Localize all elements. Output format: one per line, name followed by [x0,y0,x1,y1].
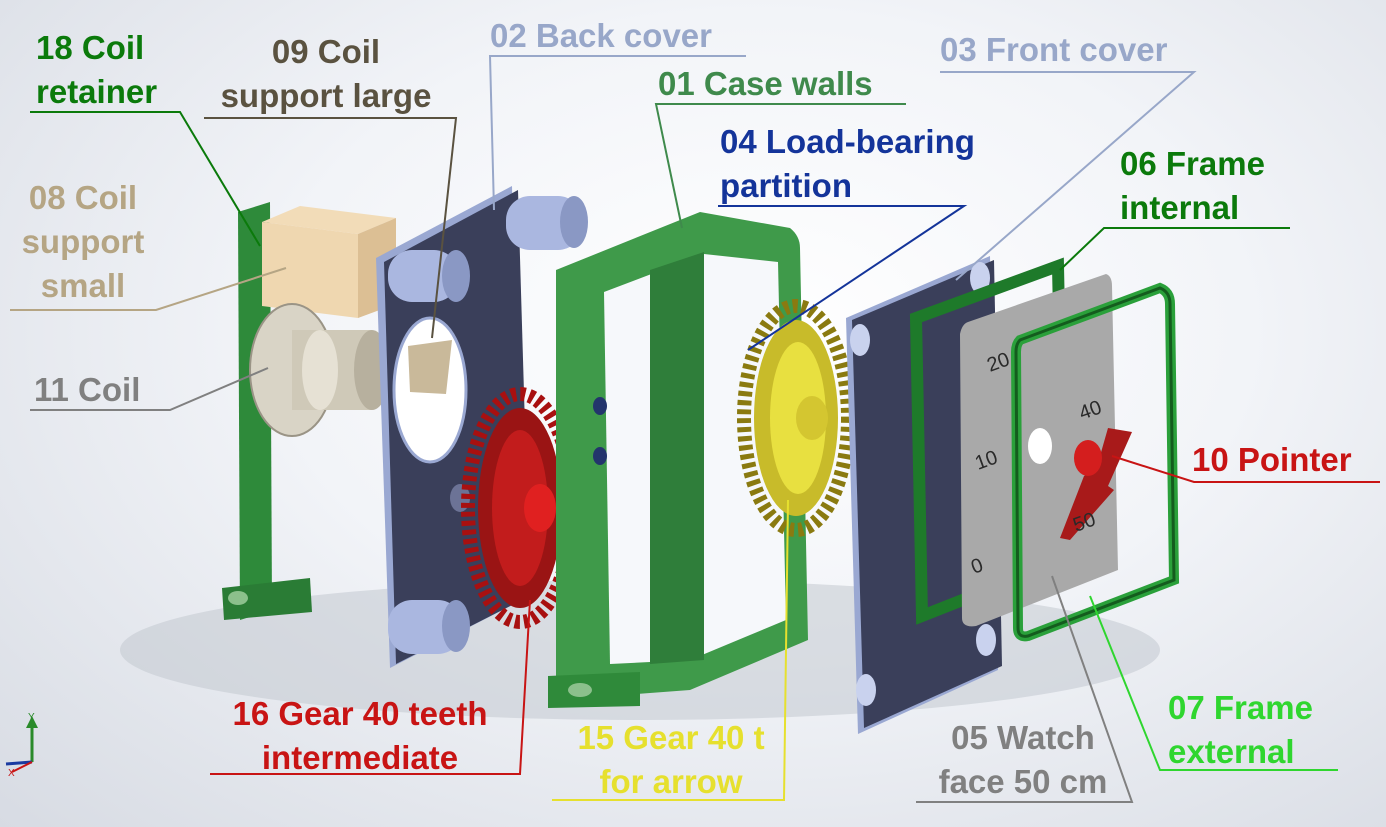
case-walls-part [548,212,808,708]
label-line: internal [1120,189,1240,226]
label-line: 18 Coil [36,29,145,66]
label-frame-internal: 06 Frame internal [1120,142,1265,230]
label-line: small [40,267,126,304]
frame-external-part [1010,282,1180,642]
leader-line [1111,455,1380,483]
label-coil-support-small: 08 Coil support small [8,176,158,308]
label-watch-face: 05 Watch face 50 cm [918,716,1128,804]
label-line: support [21,223,145,260]
label-line: face 50 cm [938,763,1108,800]
label-line: 11 Coil [34,371,141,408]
axis-y-label: Y [28,712,35,723]
label-frame-external: 07 Frame external [1168,686,1313,774]
label-gear-arrow: 15 Gear 40 t for arrow [556,716,786,804]
label-gear-intermediate: 16 Gear 40 teeth intermediate [206,692,514,780]
label-line: 15 Gear 40 t [577,719,765,756]
leader-line [30,111,261,247]
leader-line [1059,227,1290,271]
axis-x-label: X [8,768,15,779]
label-coil-retainer: 18 Coil retainer [36,26,157,114]
gear-arrow-part [737,299,855,537]
label-line: 07 Frame [1168,689,1313,726]
leader-line [30,367,269,411]
label-line: external [1168,733,1295,770]
label-coil-support-large: 09 Coil support large [206,30,446,118]
watch-face-part [960,274,1118,627]
label-line: 03 Front cover [940,31,1168,68]
leader-line [10,267,287,311]
coil-retainer-part [222,202,312,620]
label-coil: 11 Coil [34,368,140,412]
label-line: retainer [36,73,158,110]
label-pointer: 10 Pointer [1192,438,1352,482]
label-line: partition [720,167,852,204]
leader-line [488,55,746,211]
label-line: 05 Watch [951,719,1095,756]
label-line: 04 Load-bearing [720,123,975,160]
leader-line [1089,595,1338,771]
label-back-cover: 02 Back cover [490,14,712,58]
leader-line [916,575,1134,803]
leader-line [552,499,789,801]
label-line: 09 Coil [271,33,381,70]
label-line: 08 Coil [28,179,138,216]
label-line: for arrow [599,763,743,800]
leader-line [204,117,458,339]
label-line: 01 Case walls [658,65,873,102]
label-line: 06 Frame [1120,145,1265,182]
label-line: 10 Pointer [1192,441,1352,478]
label-load-bearing-partition: 04 Load-bearing partition [720,120,975,208]
label-line: intermediate [261,739,459,776]
label-line: 02 Back cover [490,17,712,54]
leader-line [654,103,906,229]
label-front-cover: 03 Front cover [940,28,1167,72]
label-case-walls: 01 Case walls [658,62,873,106]
axis-triad: Y X [5,712,38,779]
label-line: support large [220,77,432,114]
coil-support-small-part [262,206,396,318]
leader-line [210,599,531,775]
leader-line [718,205,968,351]
leader-line [940,71,1197,281]
label-line: 16 Gear 40 teeth [232,695,488,732]
